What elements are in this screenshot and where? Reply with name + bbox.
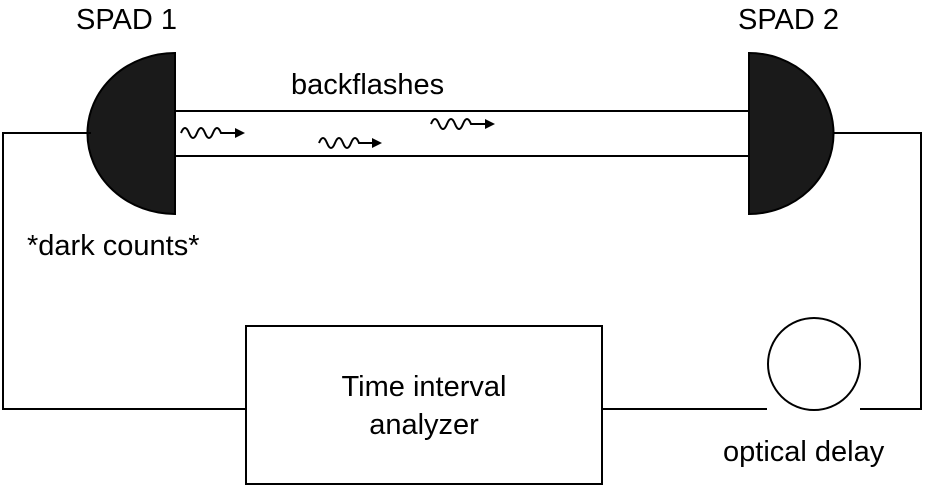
backflash-photon-1 (180, 127, 245, 139)
backflash-photon-2 (318, 137, 382, 149)
spad2-wire (833, 132, 922, 410)
spad1-label: SPAD 1 (76, 4, 178, 36)
spad1-detector (86, 51, 176, 216)
time-interval-analyzer-box (245, 325, 603, 485)
backflashes-label: backflashes (291, 69, 445, 101)
analyzer-label-line1: Time interval (341, 371, 507, 403)
spad1-wire (2, 132, 246, 410)
optical-delay-loop (767, 317, 861, 411)
dark-counts-label: *dark counts* (27, 230, 200, 262)
spad2-label: SPAD 2 (738, 4, 840, 36)
backflash-photon-3 (430, 118, 495, 130)
analyzer-label: Time interval analyzer (246, 368, 602, 444)
optical-delay-label: optical delay (723, 436, 885, 468)
spad2-detector (748, 51, 835, 216)
analyzer-label-line2: analyzer (369, 409, 479, 441)
